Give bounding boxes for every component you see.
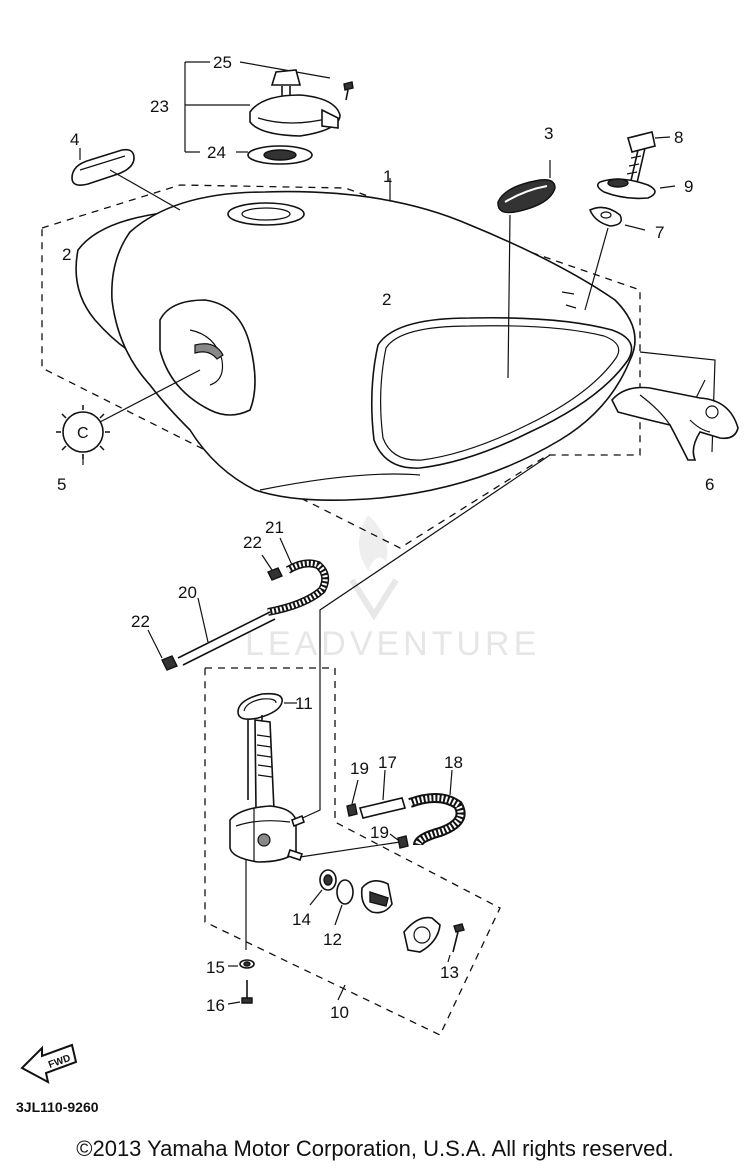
bracket-23 <box>184 61 331 153</box>
callout-23: 23 <box>150 97 169 116</box>
hose-part-21 <box>267 559 330 616</box>
callout-18: 18 <box>444 753 463 772</box>
callout-6: 6 <box>705 475 714 494</box>
clamp-part-19a <box>346 779 359 817</box>
screw-part-13 <box>447 923 465 963</box>
clamp-part-19b <box>389 833 409 849</box>
copyright-notice: ©2013 Yamaha Motor Corporation, U.S.A. A… <box>76 1136 674 1161</box>
callout-15: 15 <box>206 958 225 977</box>
washer-part-9 <box>596 178 676 200</box>
emblem-part-3 <box>497 160 556 379</box>
screw-part-16 <box>227 980 253 1005</box>
hose-part-18 <box>408 769 466 846</box>
callout-22-top: 22 <box>243 533 262 552</box>
callout-13: 13 <box>440 963 459 982</box>
hose-part-20 <box>177 611 276 666</box>
fuel-tank <box>75 190 636 502</box>
washer-part-15 <box>228 959 255 969</box>
seal-part-14 <box>309 869 337 906</box>
watermark-text: LEADVENTURE <box>245 625 540 663</box>
callout-3: 3 <box>544 124 553 143</box>
callout-2-right: 2 <box>382 290 391 309</box>
callout-22-bottom: 22 <box>131 612 150 631</box>
fuel-cock-part-10 <box>229 692 401 950</box>
svg-text:C: C <box>77 425 89 442</box>
callout-9: 9 <box>684 177 693 196</box>
clamp-part-22a <box>261 554 283 581</box>
callout-21: 21 <box>265 518 284 537</box>
diagram-code: 3JL110-9260 <box>16 1099 99 1115</box>
bracket-part-6 <box>611 386 739 461</box>
cap-part-5: C <box>56 369 201 465</box>
washer-part-7 <box>584 206 646 311</box>
bolt-part-8 <box>626 131 671 186</box>
callout-8: 8 <box>674 128 683 147</box>
callout-19-bottom: 19 <box>370 823 389 842</box>
callout-7: 7 <box>655 223 664 242</box>
watermark: LEADVENTURE <box>245 515 540 663</box>
callout-14: 14 <box>292 910 311 929</box>
grommet-part-4 <box>71 148 181 211</box>
callout-25: 25 <box>213 53 232 72</box>
fwd-arrow-icon: FWD <box>20 1043 78 1084</box>
tank-group-outline <box>41 184 641 549</box>
leader-20 <box>197 597 209 643</box>
callout-12: 12 <box>323 930 342 949</box>
callout-16: 16 <box>206 996 225 1015</box>
lever-part <box>360 880 393 914</box>
cover-part <box>403 916 441 953</box>
callout-20: 20 <box>178 583 197 602</box>
leader-10 <box>337 984 346 1001</box>
callout-5: 5 <box>57 475 66 494</box>
leader-21 <box>279 537 293 566</box>
fuel-cock-group-outline <box>204 667 501 1036</box>
callout-4: 4 <box>70 130 79 149</box>
callout-19-top: 19 <box>350 759 369 778</box>
hose-part-17 <box>358 769 407 819</box>
callout-24: 24 <box>207 143 226 162</box>
callout-10: 10 <box>330 1003 349 1022</box>
callout-17: 17 <box>378 753 397 772</box>
oring-part-12 <box>334 879 354 926</box>
callout-1: 1 <box>383 167 392 186</box>
callout-11: 11 <box>295 694 313 713</box>
callout-2-left: 2 <box>62 245 71 264</box>
fuel-cap-assembly <box>184 61 354 165</box>
clamp-part-22b <box>147 629 178 671</box>
